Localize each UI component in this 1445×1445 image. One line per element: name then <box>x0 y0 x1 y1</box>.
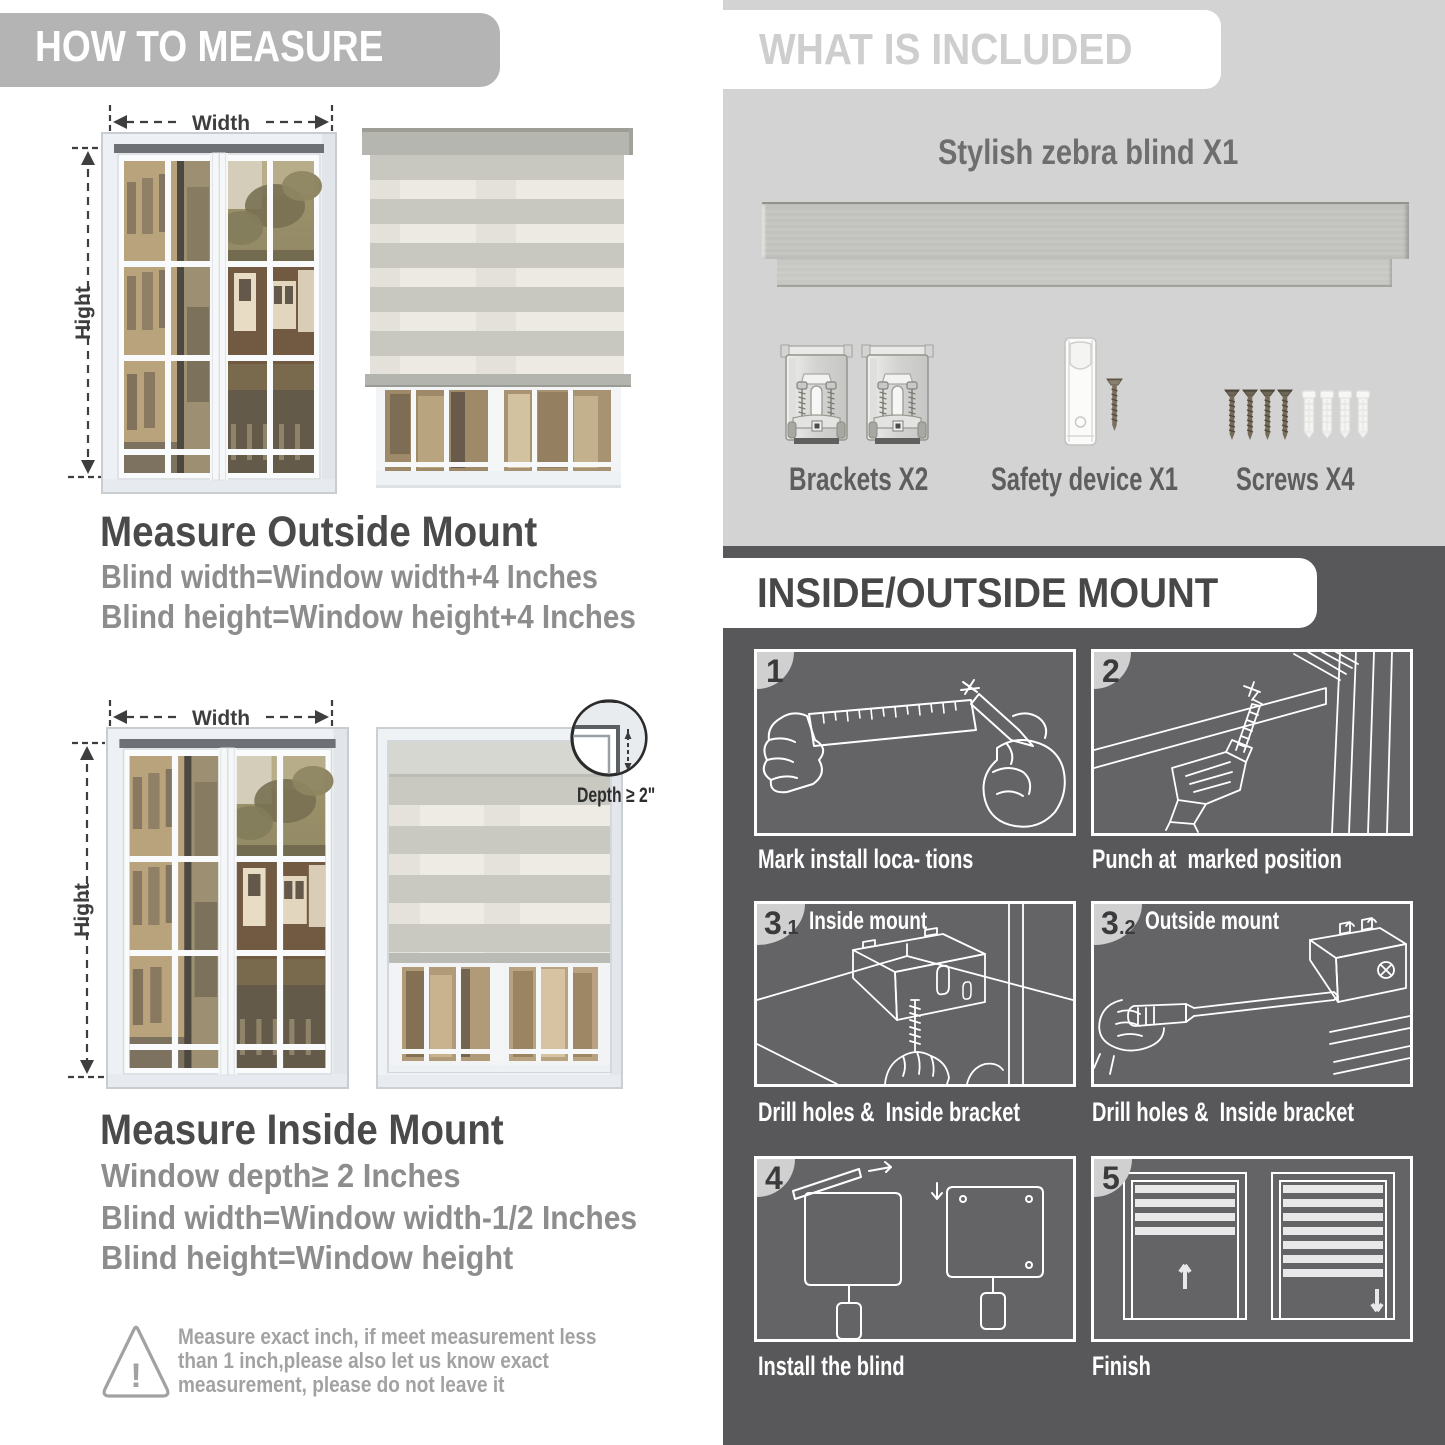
svg-text:!: ! <box>130 1357 141 1395</box>
svg-text:Hight: Hight <box>72 286 95 340</box>
svg-text:Width: Width <box>192 112 250 135</box>
svg-text:Hight: Hight <box>71 883 94 937</box>
svg-text:Width: Width <box>192 707 250 730</box>
